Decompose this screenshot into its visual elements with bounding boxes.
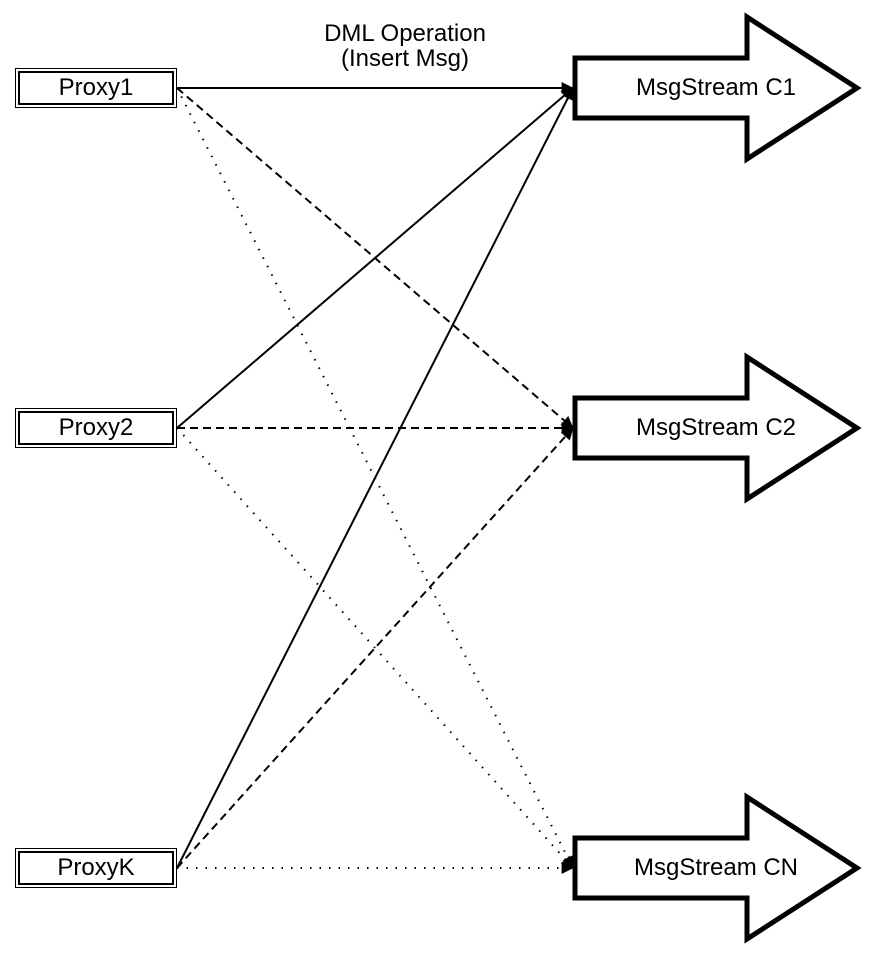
proxy2-label: Proxy2 — [18, 411, 174, 445]
dml-operation-label-line1: DML Operation — [324, 20, 486, 47]
proxy2-node: Proxy2 — [15, 408, 177, 448]
dml-operation-label: DML Operation (Insert Msg) — [324, 21, 486, 71]
proxyk-node: ProxyK — [15, 848, 177, 888]
msgstream-c2-label: MsgStream C2 — [635, 414, 797, 441]
edge-proxyk-c1 — [176, 87, 574, 869]
edge-proxyk-c2 — [176, 427, 574, 869]
proxy1-label: Proxy1 — [18, 71, 174, 105]
edges-layer — [176, 82, 574, 874]
edge-proxy2-c1 — [176, 87, 574, 429]
proxyk-label: ProxyK — [18, 851, 174, 885]
stream-arrows — [572, 12, 862, 944]
msgstream-c1-label: MsgStream C1 — [635, 74, 797, 101]
msgstream-arrow-c2 — [572, 352, 862, 504]
msgstream-arrow-cn — [572, 792, 862, 944]
msgstream-cn-label: MsgStream CN — [633, 854, 799, 881]
dml-operation-label-line2: (Insert Msg) — [340, 45, 470, 72]
proxy1-node: Proxy1 — [15, 68, 177, 108]
msgstream-arrow-c1 — [572, 12, 862, 164]
edge-proxy2-cn — [176, 427, 574, 869]
